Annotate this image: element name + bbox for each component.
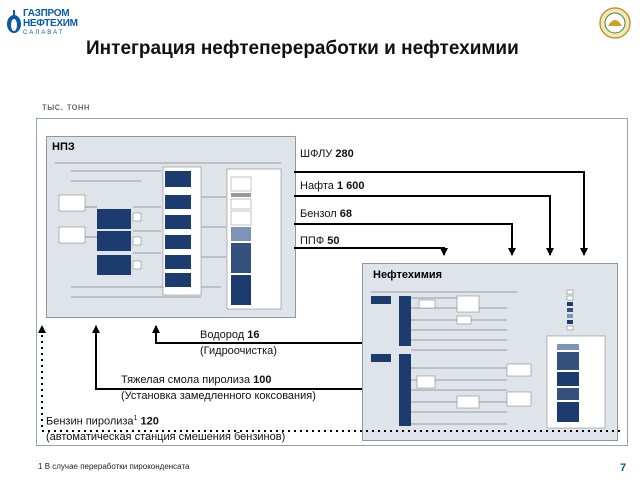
flow-shflu-label: ШФЛУ 280 bbox=[300, 148, 354, 160]
flow-vodorod-value: 16 bbox=[247, 329, 260, 341]
neftekhimiya-title: Нефтехимия bbox=[373, 269, 443, 281]
logo-line1: ГАЗПРОМ bbox=[23, 8, 70, 19]
flow-ppf-value: 50 bbox=[327, 235, 340, 247]
flow-smola-value: 100 bbox=[253, 374, 272, 386]
flow-shflu-value: 280 bbox=[335, 148, 354, 160]
flow-nafta-label: Нафта 1 600 bbox=[300, 180, 365, 192]
flow-benzol-value: 68 bbox=[339, 208, 352, 220]
flow-shflu-name: ШФЛУ bbox=[300, 148, 333, 160]
units-label: тыс. тонн bbox=[42, 102, 90, 113]
flow-vodorod-note: (Гидроочистка) bbox=[200, 345, 277, 357]
flow-benzin-note: (автоматическая станция смешения бензино… bbox=[46, 431, 286, 443]
flow-ppf-label: ППФ 50 bbox=[300, 235, 340, 247]
flow-benzin-footnote-mark: 1 bbox=[133, 415, 138, 422]
logo-line3: САЛАВАТ bbox=[23, 30, 65, 36]
arrow-nafta bbox=[294, 195, 554, 256]
flow-benzin-name: Бензин пиролиза bbox=[46, 415, 134, 428]
arrow-ppf bbox=[294, 247, 448, 256]
flow-benzol-label: Бензол 68 bbox=[300, 208, 352, 220]
flow-smola-note: (Установка замедленного коксования) bbox=[121, 390, 316, 402]
footnote: 1 В случае переработки пироконденсата bbox=[38, 462, 189, 471]
arrow-benzol bbox=[294, 223, 516, 256]
npz-title: НПЗ bbox=[52, 141, 75, 153]
flow-smola-name: Тяжелая смола пиролиза bbox=[121, 374, 251, 386]
neftekhimiya-schema bbox=[371, 289, 606, 429]
neftekhimiya-panel: Нефтехимия bbox=[362, 263, 618, 441]
flow-benzin-label: Бензин пиролиза1 120 bbox=[46, 415, 159, 428]
npz-schema bbox=[55, 162, 282, 310]
emblem-icon bbox=[599, 7, 631, 39]
logo-line2: НЕФТЕХИМ bbox=[23, 18, 78, 29]
npz-panel: НПЗ bbox=[46, 136, 296, 318]
arrow-shflu bbox=[294, 171, 588, 256]
flow-smola-label: Тяжелая смола пиролиза 100 bbox=[121, 374, 272, 386]
page-number: 7 bbox=[620, 462, 627, 474]
arrow-smola bbox=[92, 325, 362, 390]
arrow-vodorod bbox=[152, 325, 362, 344]
flow-nafta-value: 1 600 bbox=[336, 180, 365, 192]
footnote-text: В случае переработки пироконденсата bbox=[44, 462, 190, 471]
page-title: Интеграция нефтепереработки и нефтехимии bbox=[86, 38, 519, 59]
flow-benzin-value: 120 bbox=[140, 415, 159, 428]
footnote-mark: 1 bbox=[38, 462, 43, 471]
arrow-benzin-pirolyza bbox=[38, 325, 620, 432]
flow-benzol-name: Бензол bbox=[300, 208, 337, 220]
company-logo: ГАЗПРОМ НЕФТЕХИМ САЛАВАТ bbox=[6, 6, 78, 36]
flow-vodorod-label: Водород 16 bbox=[200, 329, 259, 341]
flame-icon bbox=[7, 10, 21, 33]
flow-vodorod-name: Водород bbox=[200, 329, 245, 341]
flow-ppf-name: ППФ bbox=[300, 235, 325, 247]
flow-nafta-name: Нафта bbox=[300, 180, 334, 192]
